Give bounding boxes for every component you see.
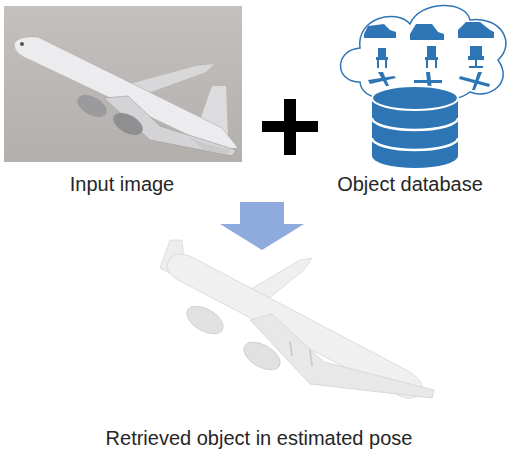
caption-text: Input image [70,172,175,196]
retrieved-model [160,240,434,398]
caption-text: Retrieved object in estimated pose [106,426,413,450]
database-icon [372,86,458,168]
input-photo [4,6,242,162]
down-arrow [220,202,304,250]
plus-sign [262,99,318,155]
caption-text: Object database [337,172,483,196]
